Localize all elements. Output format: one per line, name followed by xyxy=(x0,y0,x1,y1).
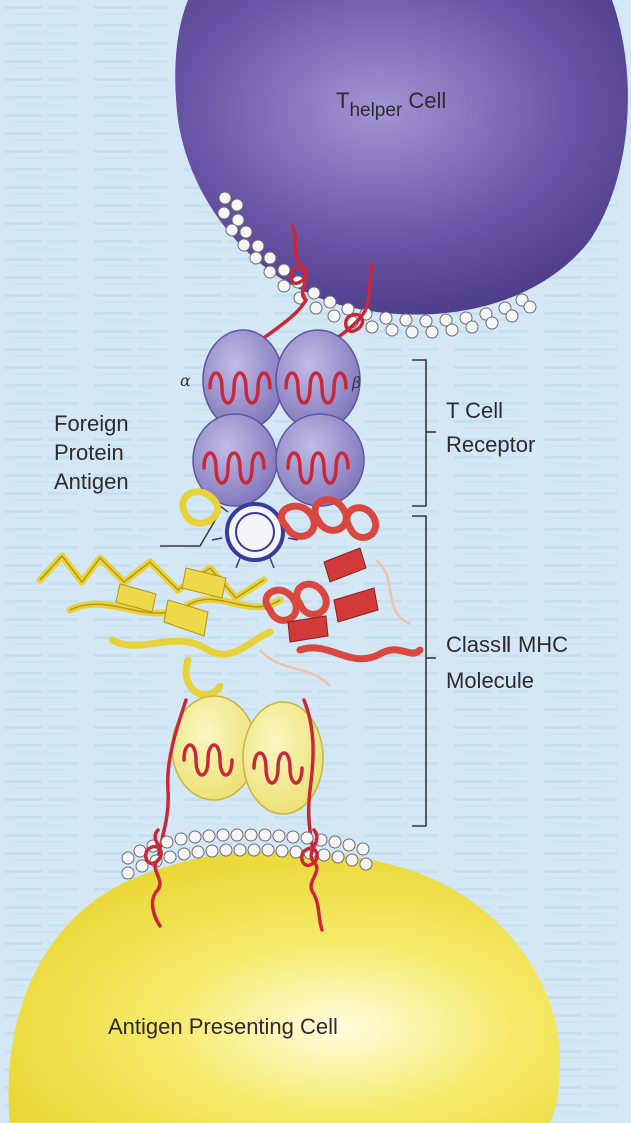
antigen-presenting-cell-label: Antigen Presenting Cell xyxy=(108,1014,338,1039)
alpha-chain-label: α xyxy=(180,371,191,390)
beta-chain-label: β xyxy=(351,373,361,392)
foreign-protein-antigen-label: Foreign Protein Antigen xyxy=(54,411,135,494)
